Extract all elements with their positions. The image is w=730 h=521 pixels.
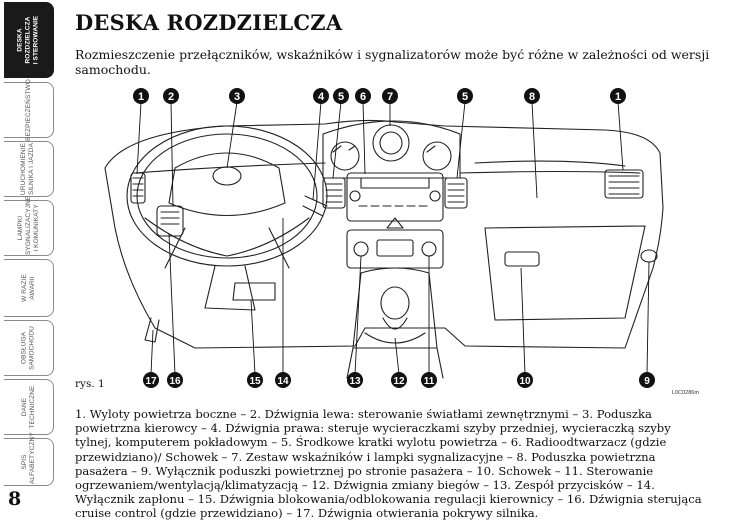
figure-label: rys. 1: [75, 378, 105, 390]
tab-label: URUCHOMIENIE SILNIKA I JAZDA: [20, 142, 36, 196]
page-number: 8: [8, 488, 22, 510]
callout-5-right: 5: [457, 88, 473, 104]
dashboard-illustration: 1 2 3 4 5 6 7 5 8 1 17 16 15 14 13 12 11…: [104, 88, 664, 388]
tab-starting-driving[interactable]: URUCHOMIENIE SILNIKA I JAZDA: [4, 141, 54, 197]
callout-9: 9: [639, 372, 655, 388]
callout-2: 2: [163, 88, 179, 104]
tab-label: BEZPIECZEŃSTWO: [24, 79, 32, 141]
tab-safety[interactable]: BEZPIECZEŃSTWO: [4, 79, 54, 141]
callout-6: 6: [355, 88, 371, 104]
tab-label: OBSŁUGA SAMOCHODU: [20, 326, 36, 370]
section-tabs: DESKA ROZDZIELCZA I STEROWANIE BEZPIECZE…: [0, 0, 56, 520]
tab-warning-lights[interactable]: LAMPKI SYGNALIZACYJNE I KOMUNIKATY: [4, 195, 54, 256]
tab-label: SPIS ALFABETYCZNY: [20, 432, 36, 484]
callout-5-left: 5: [333, 88, 349, 104]
callout-14: 14: [275, 372, 291, 388]
callout-number: 15: [249, 376, 261, 387]
tab-maintenance[interactable]: OBSŁUGA SAMOCHODU: [4, 320, 54, 376]
callout-3: 3: [229, 88, 245, 104]
callout-7: 7: [382, 88, 398, 104]
tab-technical-data[interactable]: DANE TECHNICZNE: [4, 379, 54, 435]
callout-number: 17: [145, 376, 157, 387]
tab-label: LAMPKI SYGNALIZACYJNE I KOMUNIKATY: [16, 195, 40, 255]
tab-label: DANE TECHNICZNE: [20, 385, 36, 429]
page-subtitle: Rozmieszczenie przełączników, wskaźników…: [75, 47, 710, 77]
callout-number: 12: [393, 376, 405, 387]
callout-8: 8: [524, 88, 540, 104]
callout-1-right: 1: [610, 88, 626, 104]
callout-17: 17: [143, 372, 159, 388]
tab-emergency[interactable]: W RAZIE AWARII: [4, 259, 54, 317]
callout-12: 12: [391, 372, 407, 388]
callout-number: 8: [529, 91, 535, 103]
callout-number: 1: [615, 91, 621, 103]
figure-code: L0C0286m: [672, 390, 699, 396]
callout-number: 4: [318, 91, 325, 103]
figure-caption: 1. Wyloty powietrza boczne – 2. Dźwignia…: [75, 407, 702, 521]
callout-number: 10: [519, 376, 531, 387]
callout-number: 6: [360, 91, 366, 103]
callout-4: 4: [313, 88, 329, 104]
callout-number: 14: [277, 376, 289, 387]
tab-dashboard-controls[interactable]: DESKA ROZDZIELCZA I STEROWANIE: [4, 2, 54, 78]
callout-number: 16: [169, 376, 181, 387]
callout-number: 9: [644, 376, 650, 387]
callout-number: 2: [168, 91, 174, 103]
callout-15: 15: [247, 372, 263, 388]
callout-number: 11: [424, 376, 435, 387]
callout-number: 3: [234, 91, 240, 103]
callout-number: 7: [387, 91, 393, 103]
callout-11: 11: [421, 372, 437, 388]
callout-13: 13: [347, 372, 363, 388]
tab-index[interactable]: SPIS ALFABETYCZNY: [4, 432, 54, 486]
page-title: DESKA ROZDZIELCZA: [75, 10, 343, 35]
tab-label: DESKA ROZDZIELCZA I STEROWANIE: [16, 15, 40, 65]
callout-10: 10: [517, 372, 533, 388]
tab-label: W RAZIE AWARII: [20, 274, 36, 302]
callout-number: 5: [338, 91, 344, 103]
callout-16: 16: [167, 372, 183, 388]
callout-1: 1: [133, 88, 149, 104]
callout-number: 1: [138, 91, 144, 103]
callout-number: 5: [462, 91, 468, 103]
callout-number: 13: [349, 376, 361, 387]
